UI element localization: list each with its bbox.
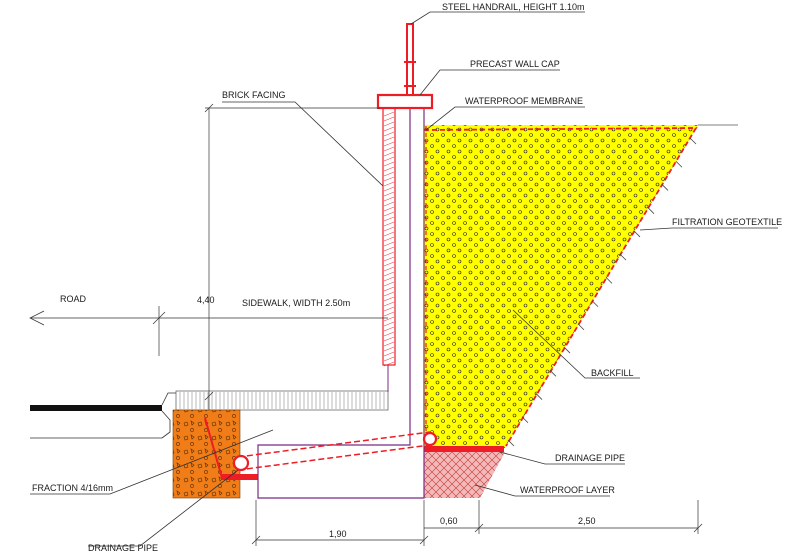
height-dimension: 4,40: [197, 103, 380, 410]
drainage-pipe-right-circle: [422, 431, 438, 447]
drainage-pipe-right-label: DRAINAGE PIPE: [555, 453, 625, 463]
toe-width-text: 0,60: [440, 516, 458, 526]
retaining-wall: [257, 23, 434, 499]
road-label: ROAD: [60, 294, 87, 304]
label-handrail: STEEL HANDRAIL, HEIGHT 1.10m: [410, 2, 585, 25]
gravel-fraction-block: [172, 409, 258, 499]
backfill-label: BACKFILL: [591, 368, 634, 378]
road-surface: [30, 392, 176, 439]
drainage-pipe-left-label: DRAINAGE PIPE: [88, 543, 158, 553]
height-dim-text: 4,40: [197, 295, 215, 305]
filtration-geotextile-line: [423, 127, 698, 447]
steel-handrail: [406, 23, 414, 96]
label-drainage-pipe-right: DRAINAGE PIPE: [499, 451, 625, 465]
base-dimensions: 1,90 0,60 2,50: [251, 500, 703, 546]
handrail-label: STEEL HANDRAIL, HEIGHT 1.10m: [442, 2, 585, 12]
drainage-pipe-left-circle: [232, 454, 250, 472]
precast-wall-cap: [376, 93, 434, 110]
backfill-wedge: [423, 125, 698, 448]
label-drainage-pipe-left: DRAINAGE PIPE: [88, 469, 239, 553]
label-wall-cap: PRECAST WALL CAP: [419, 59, 560, 96]
geotextile-label: FILTRATION GEOTEXTILE: [672, 217, 782, 227]
fraction-label: FRACTION 4/16mm: [32, 483, 113, 493]
sidewalk-slab: [175, 390, 389, 411]
brick-facing-label: BRICK FACING: [222, 90, 286, 100]
brick-facing: [382, 107, 396, 366]
drainage-connection: [232, 431, 438, 472]
drainage-bed-bar: [424, 446, 504, 452]
base-width-text: 1,90: [329, 529, 347, 539]
label-waterproof-layer: WATERPROOF LAYER: [474, 484, 615, 497]
waterproof-layer: [424, 446, 505, 498]
label-membrane: WATERPROOF MEMBRANE: [425, 96, 585, 131]
road-sidewalk-dimension: ROAD SIDEWALK, WIDTH 2.50m: [29, 294, 388, 356]
label-backfill: BACKFILL: [512, 309, 640, 379]
label-geotextile: FILTRATION GEOTEXTILE: [639, 217, 782, 231]
label-brick-facing: BRICK FACING: [222, 90, 384, 187]
waterproof-layer-label: WATERPROOF LAYER: [520, 485, 615, 495]
backfill-width-text: 2,50: [578, 516, 596, 526]
sidewalk-label: SIDEWALK, WIDTH 2.50m: [242, 298, 350, 308]
membrane-label: WATERPROOF MEMBRANE: [465, 96, 583, 106]
wall-cap-label: PRECAST WALL CAP: [470, 59, 560, 69]
drain-outlet-bar: [222, 474, 258, 480]
label-fraction: FRACTION 4/16mm: [30, 429, 274, 495]
